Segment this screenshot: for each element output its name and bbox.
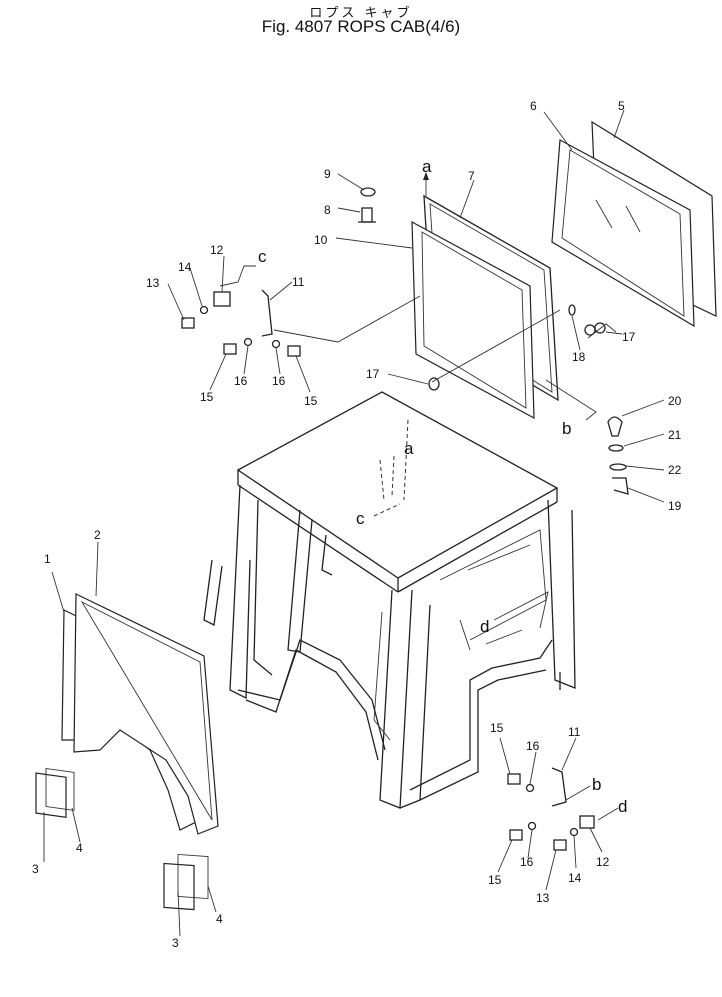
callout-21: 21 [668,428,682,442]
callout-13: 13 [536,891,550,905]
side-glass-seal [551,139,695,328]
callout-11: 11 [292,275,305,289]
callout-4: 4 [76,841,83,855]
callout-1: 1 [44,552,51,566]
diagram-title: Fig. 4807 ROPS CAB(4/6) [261,17,461,36]
callout-6: 6 [530,99,537,113]
washer-18 [568,304,576,316]
hinge-assembly-upper [181,289,301,357]
vent-window-lower [163,853,209,911]
callout-3: 3 [32,862,39,876]
windshield-frame [73,593,219,835]
ref-letter-c: c [258,247,267,266]
bolt-8 [358,207,376,223]
ref-letter-a: a [422,157,432,176]
callout-10: 10 [314,233,328,247]
ref-letter-b: b [592,775,601,794]
callout-16: 16 [234,374,248,388]
callout-13: 13 [146,276,160,290]
callout-14: 14 [178,260,192,274]
knob-20 [607,416,623,437]
callout-3: 3 [172,936,179,950]
callout-12: 12 [596,855,610,869]
ref-letter-d: d [480,617,489,636]
callout-22: 22 [668,463,682,477]
ref-letter-b: b [562,419,571,438]
callout-14: 14 [568,871,582,885]
diagram-title-japanese: ロプス キャブ [309,6,413,21]
callout-7: 7 [468,169,475,183]
ref-letter-c: c [356,509,365,528]
callout-labels: 1 2 3 4 3 4 5 6 7 8 9 10 11 12 13 14 15 … [32,99,682,950]
callout-15: 15 [304,394,318,408]
latch-17-right [584,322,617,339]
leader-lines [43,109,665,937]
callout-17: 17 [622,330,636,344]
vent-window-upper [35,767,75,818]
callout-15: 15 [200,390,214,404]
callout-15: 15 [488,873,502,887]
latch-17-left [428,377,440,391]
callout-5: 5 [618,99,625,113]
callout-2: 2 [94,528,101,542]
callout-16: 16 [520,855,534,869]
callout-17: 17 [366,367,380,381]
callout-12: 12 [210,243,224,257]
callout-18: 18 [572,350,586,364]
reference-connectors [219,172,619,821]
bracket-19 [612,477,629,495]
callout-9: 9 [324,167,331,181]
callout-20: 20 [668,394,682,408]
washer-21 [608,444,624,452]
callout-19: 19 [668,499,682,513]
callout-8: 8 [324,203,331,217]
callout-4: 4 [216,912,223,926]
washer-22 [609,463,627,471]
callout-11: 11 [568,725,581,739]
callout-16: 16 [272,374,286,388]
cab-body [203,391,576,809]
ref-letter-d: d [618,797,627,816]
hinge-assembly-lower [507,767,595,851]
rear-window-frame [411,220,535,420]
callout-16: 16 [526,739,540,753]
reference-letters: a a c c b d b d [258,157,627,816]
washer-9 [360,187,376,197]
callout-15: 15 [490,721,504,735]
ref-letter-a: a [404,439,414,458]
